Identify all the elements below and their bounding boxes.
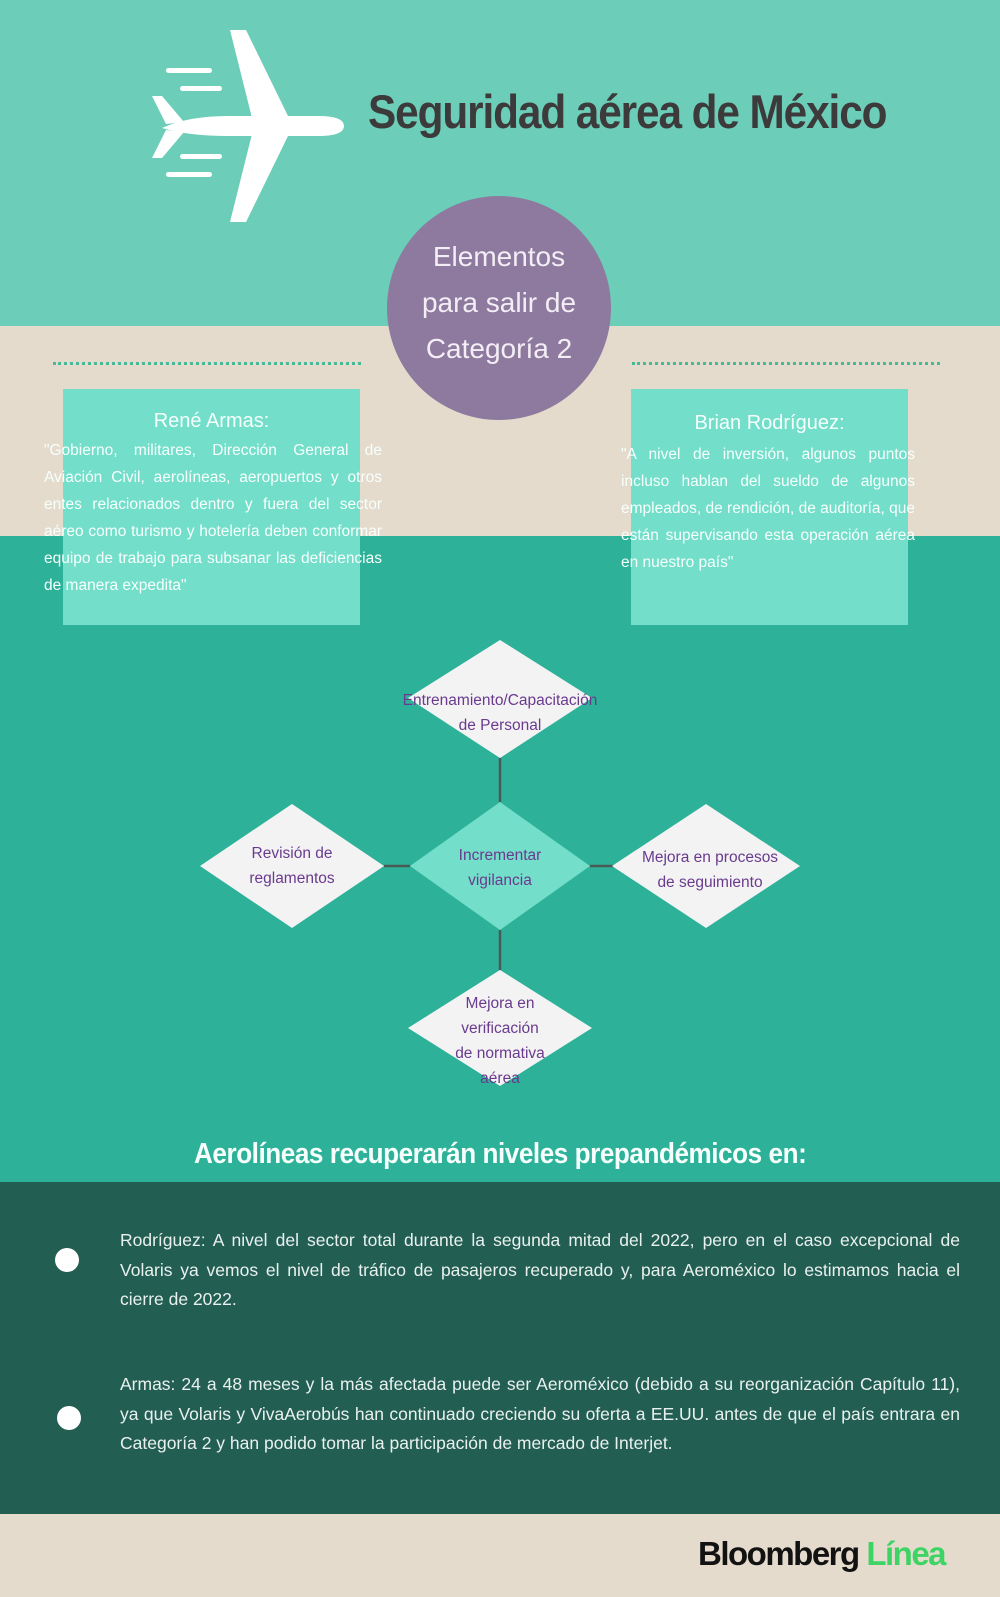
quote-box-armas: [63, 389, 360, 625]
diamond-center-label: Incrementar vigilancia: [420, 843, 580, 893]
diamond-center-line-2: vigilancia: [468, 872, 532, 889]
quote-box-rodriguez: [631, 389, 908, 625]
bullet-icon: [57, 1406, 81, 1430]
circle-label: Elementos para salir de Categoría 2: [387, 234, 611, 372]
bloomberg-linea-logo: Bloomberg Línea: [698, 1535, 947, 1573]
diamond-bottom: [408, 970, 592, 1086]
vigilance-diagram: [200, 640, 800, 1086]
circle-line-2: para salir de: [421, 287, 577, 318]
page-title: Seguridad aérea de México: [368, 85, 888, 138]
recovery-title: Aerolíneas recuperarán niveles prepandém…: [0, 1138, 1000, 1171]
dotted-divider-right: [632, 362, 940, 365]
quote-author-armas: René Armas:: [153, 410, 270, 432]
diamond-top-line-2: de Personal: [458, 717, 542, 734]
diamond-right-line-1: Mejora en procesos: [641, 849, 779, 866]
diamond-left-label: Revisión de reglamentos: [212, 841, 372, 891]
diamond-left-line-2: reglamentos: [249, 870, 335, 887]
diamond-right-line-2: de seguimiento: [657, 874, 763, 891]
diamond-bottom-line-3: de normativa: [455, 1045, 545, 1062]
circle-line-1: Elementos: [432, 241, 566, 272]
diamond-bottom-line-2: verificación: [461, 1020, 539, 1037]
diamond-left-line-1: Revisión de: [251, 845, 333, 862]
categoria-circle: [387, 196, 611, 420]
diamond-center-line-1: Incrementar: [458, 847, 542, 864]
quote-text-armas: "Gobierno, militares, Dirección General …: [44, 442, 382, 594]
recovery-item-armas: Armas: 24 a 48 meses y la más afectada p…: [120, 1374, 960, 1453]
airplane-icon: [152, 30, 344, 222]
bullet-icon: [55, 1248, 79, 1272]
quote-author-rodriguez: Brian Rodríguez:: [694, 412, 845, 434]
circle-line-3: Categoría 2: [425, 333, 573, 364]
diamond-bottom-line-4: aérea: [480, 1070, 520, 1087]
diamond-top-label: Entrenamiento/Capacitación de Personal: [380, 688, 620, 738]
brand-bloomberg: Bloomberg: [698, 1535, 860, 1572]
diamond-right-label: Mejora en procesos de seguimiento: [620, 845, 800, 895]
diamond-right: [612, 804, 800, 928]
diamond-top: [408, 640, 592, 758]
footer-band: [0, 1514, 1000, 1597]
diamond-bottom-line-1: Mejora en: [465, 995, 535, 1012]
diamond-bottom-label: Mejora en verificación de normativa aére…: [420, 991, 580, 1091]
recovery-item-rodriguez: Rodríguez: A nivel del sector total dura…: [120, 1230, 960, 1309]
diamond-left: [200, 804, 384, 928]
diamond-top-line-1: Entrenamiento/Capacitación: [402, 692, 598, 709]
dotted-divider-left: [53, 362, 361, 365]
recovery-band: [0, 1182, 1000, 1514]
recovery-title-text: Aerolíneas recuperarán niveles prepandém…: [193, 1138, 807, 1170]
quote-text-rodriguez: "A nivel de inversión, algunos puntos in…: [621, 446, 915, 571]
diamond-center: [410, 802, 590, 930]
brand-linea: Línea: [866, 1535, 946, 1572]
